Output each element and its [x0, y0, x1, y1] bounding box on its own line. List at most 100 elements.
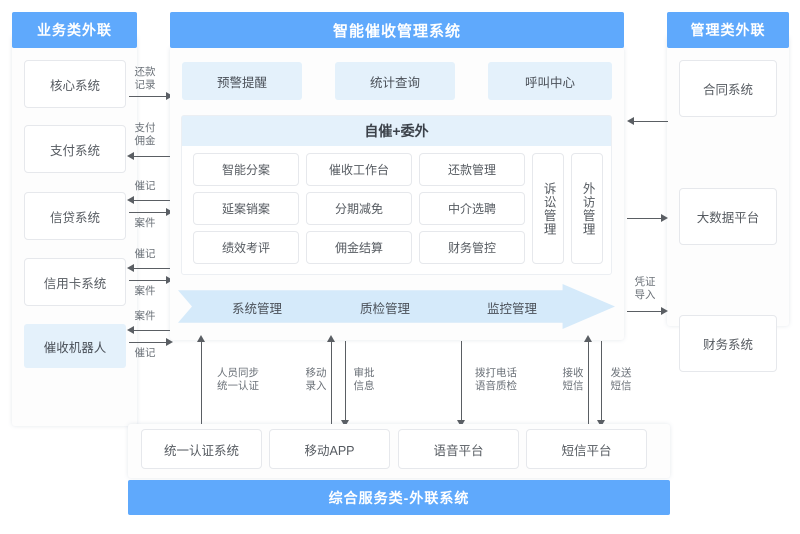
bottom-item-sms-platform[interactable]: 短信平台 — [526, 429, 647, 469]
center-banner-item-monitor-management[interactable]: 监控管理 — [460, 294, 564, 320]
right-panel-title: 管理类外联 — [690, 22, 766, 38]
left-flow-arrowhead-right-3 — [166, 208, 173, 216]
center-tile-label: 呼叫中心 — [524, 75, 575, 90]
center-grid-item-repayment-management[interactable]: 还款管理 — [419, 153, 525, 186]
left-item-core-system[interactable]: 核心系统 — [24, 60, 126, 108]
center-subgroup-header: 自催+委外 — [182, 116, 611, 146]
center-grid-item-collection-workbench[interactable]: 催收工作台 — [306, 153, 412, 186]
center-tile-call-center[interactable]: 呼叫中心 — [488, 62, 612, 100]
center-subgroup-title: 自催+委外 — [364, 123, 429, 139]
bottom-flow-label-mobile-entry: 移动 录入 — [305, 367, 327, 392]
center-grid-item-smart-case-assign[interactable]: 智能分案 — [193, 153, 299, 186]
right-flow-line-1 — [632, 121, 668, 122]
center-grid-label: 延案销案 — [221, 202, 270, 216]
left-panel-header: 业务类外联 — [12, 12, 137, 48]
left-flow-line-4a — [132, 268, 170, 269]
center-grid-label: 催收工作台 — [328, 163, 389, 177]
bottom-flow-arrowhead-up-2 — [327, 335, 335, 342]
right-flow-label-voucher-import: 凭证 导入 — [634, 276, 656, 301]
bottom-flow-arrowhead-down-3 — [341, 420, 349, 427]
bottom-flow-label-staff-sync: 人员同步 统一认证 — [217, 367, 259, 392]
left-flow-label-case-2: 案件 — [134, 285, 156, 297]
left-flow-arrowhead-right-1 — [166, 92, 173, 100]
center-grid-label: 财务管控 — [447, 241, 496, 255]
bottom-flow-label-receive-sms: 接收 短信 — [562, 367, 584, 392]
bottom-panel-footer: 综合服务类-外联系统 — [128, 480, 670, 515]
bottom-panel-footer-title: 综合服务类-外联系统 — [328, 489, 470, 506]
right-item-label: 合同系统 — [702, 83, 753, 97]
bottom-item-label: 短信平台 — [561, 443, 612, 458]
center-tile-statistics-query[interactable]: 统计查询 — [335, 62, 455, 100]
center-grid-item-agency-recruitment[interactable]: 中介选聘 — [419, 192, 525, 225]
center-grid-label: 中介选聘 — [447, 202, 496, 216]
left-item-label: 催收机器人 — [43, 340, 107, 355]
right-item-bigdata-platform[interactable]: 大数据平台 — [679, 188, 777, 245]
left-item-label: 支付系统 — [49, 143, 100, 158]
center-grid-item-installment-reduction[interactable]: 分期减免 — [306, 192, 412, 225]
right-item-contract-system[interactable]: 合同系统 — [679, 60, 777, 117]
center-banner-label: 系统管理 — [231, 301, 282, 316]
bottom-flow-arrowhead-up-5 — [584, 335, 592, 342]
left-item-credit-system[interactable]: 信贷系统 — [24, 192, 126, 240]
bottom-flow-arrowhead-down-4 — [457, 420, 465, 427]
left-flow-line-3a — [132, 200, 170, 201]
bottom-flow-line-4 — [461, 341, 462, 421]
center-vertical-item-field-visit-management[interactable]: 外访管理 — [571, 153, 603, 264]
right-flow-arrowhead-right-3 — [661, 307, 668, 315]
bottom-item-unified-auth-system[interactable]: 统一认证系统 — [141, 429, 262, 469]
left-panel-title: 业务类外联 — [37, 22, 112, 38]
center-vertical-item-litigation-management[interactable]: 诉讼管理 — [532, 153, 564, 264]
bottom-item-mobile-app[interactable]: 移动APP — [269, 429, 390, 469]
center-vertical-label: 诉讼管理 — [541, 181, 556, 236]
center-grid-item-performance-appraisal[interactable]: 绩效考评 — [193, 231, 299, 264]
left-flow-label-payment-commission: 支付 佣金 — [134, 122, 156, 147]
left-item-label: 核心系统 — [49, 78, 100, 93]
bottom-item-label: 移动APP — [304, 443, 355, 458]
bottom-flow-arrowhead-up-1 — [197, 335, 205, 342]
left-item-payment-system[interactable]: 支付系统 — [24, 125, 126, 173]
bottom-flow-label-call-quality: 拨打电话 语音质检 — [475, 367, 517, 392]
left-flow-label-urge-record-2: 催记 — [134, 248, 156, 260]
left-flow-arrowhead-right-5 — [166, 338, 173, 346]
left-flow-label-urge-record-1: 催记 — [134, 180, 156, 192]
bottom-item-label: 语音平台 — [433, 443, 484, 458]
center-grid-item-commission-settlement[interactable]: 佣金结算 — [306, 231, 412, 264]
bottom-flow-label-approval-info: 审批 信息 — [353, 367, 375, 392]
right-flow-line-2 — [627, 218, 663, 219]
right-flow-arrowhead-left-1 — [627, 117, 634, 125]
center-grid-item-case-delay-cancel[interactable]: 延案销案 — [193, 192, 299, 225]
bottom-flow-line-3 — [345, 341, 346, 421]
left-flow-arrowhead-left-2 — [127, 152, 134, 160]
left-item-collection-robot[interactable]: 催收机器人 — [24, 324, 126, 368]
left-flow-line-5b — [129, 342, 168, 343]
right-item-finance-system[interactable]: 财务系统 — [679, 315, 777, 372]
center-banner-chevron — [178, 284, 615, 329]
left-item-creditcard-system[interactable]: 信用卡系统 — [24, 258, 126, 306]
center-banner-item-quality-management[interactable]: 质检管理 — [333, 294, 437, 320]
center-banner-label: 监控管理 — [486, 301, 537, 316]
left-flow-line-5a — [132, 330, 170, 331]
center-banner-label: 质检管理 — [359, 301, 410, 316]
bottom-item-voice-platform[interactable]: 语音平台 — [398, 429, 519, 469]
bottom-flow-line-2 — [331, 341, 332, 427]
left-item-label: 信用卡系统 — [43, 276, 107, 291]
center-panel-header: 智能催收管理系统 — [170, 12, 624, 48]
left-flow-line-1 — [129, 96, 168, 97]
left-flow-line-3b — [129, 212, 168, 213]
left-flow-label-repayment-record: 还款 记录 — [134, 66, 156, 91]
bottom-flow-label-send-sms: 发送 短信 — [610, 367, 632, 392]
right-item-label: 财务系统 — [702, 338, 753, 352]
center-vertical-label: 外访管理 — [580, 181, 595, 236]
bottom-flow-arrowhead-down-6 — [597, 420, 605, 427]
bottom-flow-line-6 — [601, 341, 602, 421]
center-tile-label: 预警提醒 — [216, 75, 267, 90]
left-flow-line-2 — [132, 156, 170, 157]
center-banner-item-system-management[interactable]: 系统管理 — [205, 294, 309, 320]
center-tile-label: 统计查询 — [369, 75, 420, 90]
left-flow-label-case-1: 案件 — [134, 217, 156, 229]
left-item-label: 信贷系统 — [49, 210, 100, 225]
center-tile-warning-reminder[interactable]: 预警提醒 — [182, 62, 302, 100]
center-grid-item-financial-control[interactable]: 财务管控 — [419, 231, 525, 264]
center-grid-label: 智能分案 — [221, 163, 270, 177]
